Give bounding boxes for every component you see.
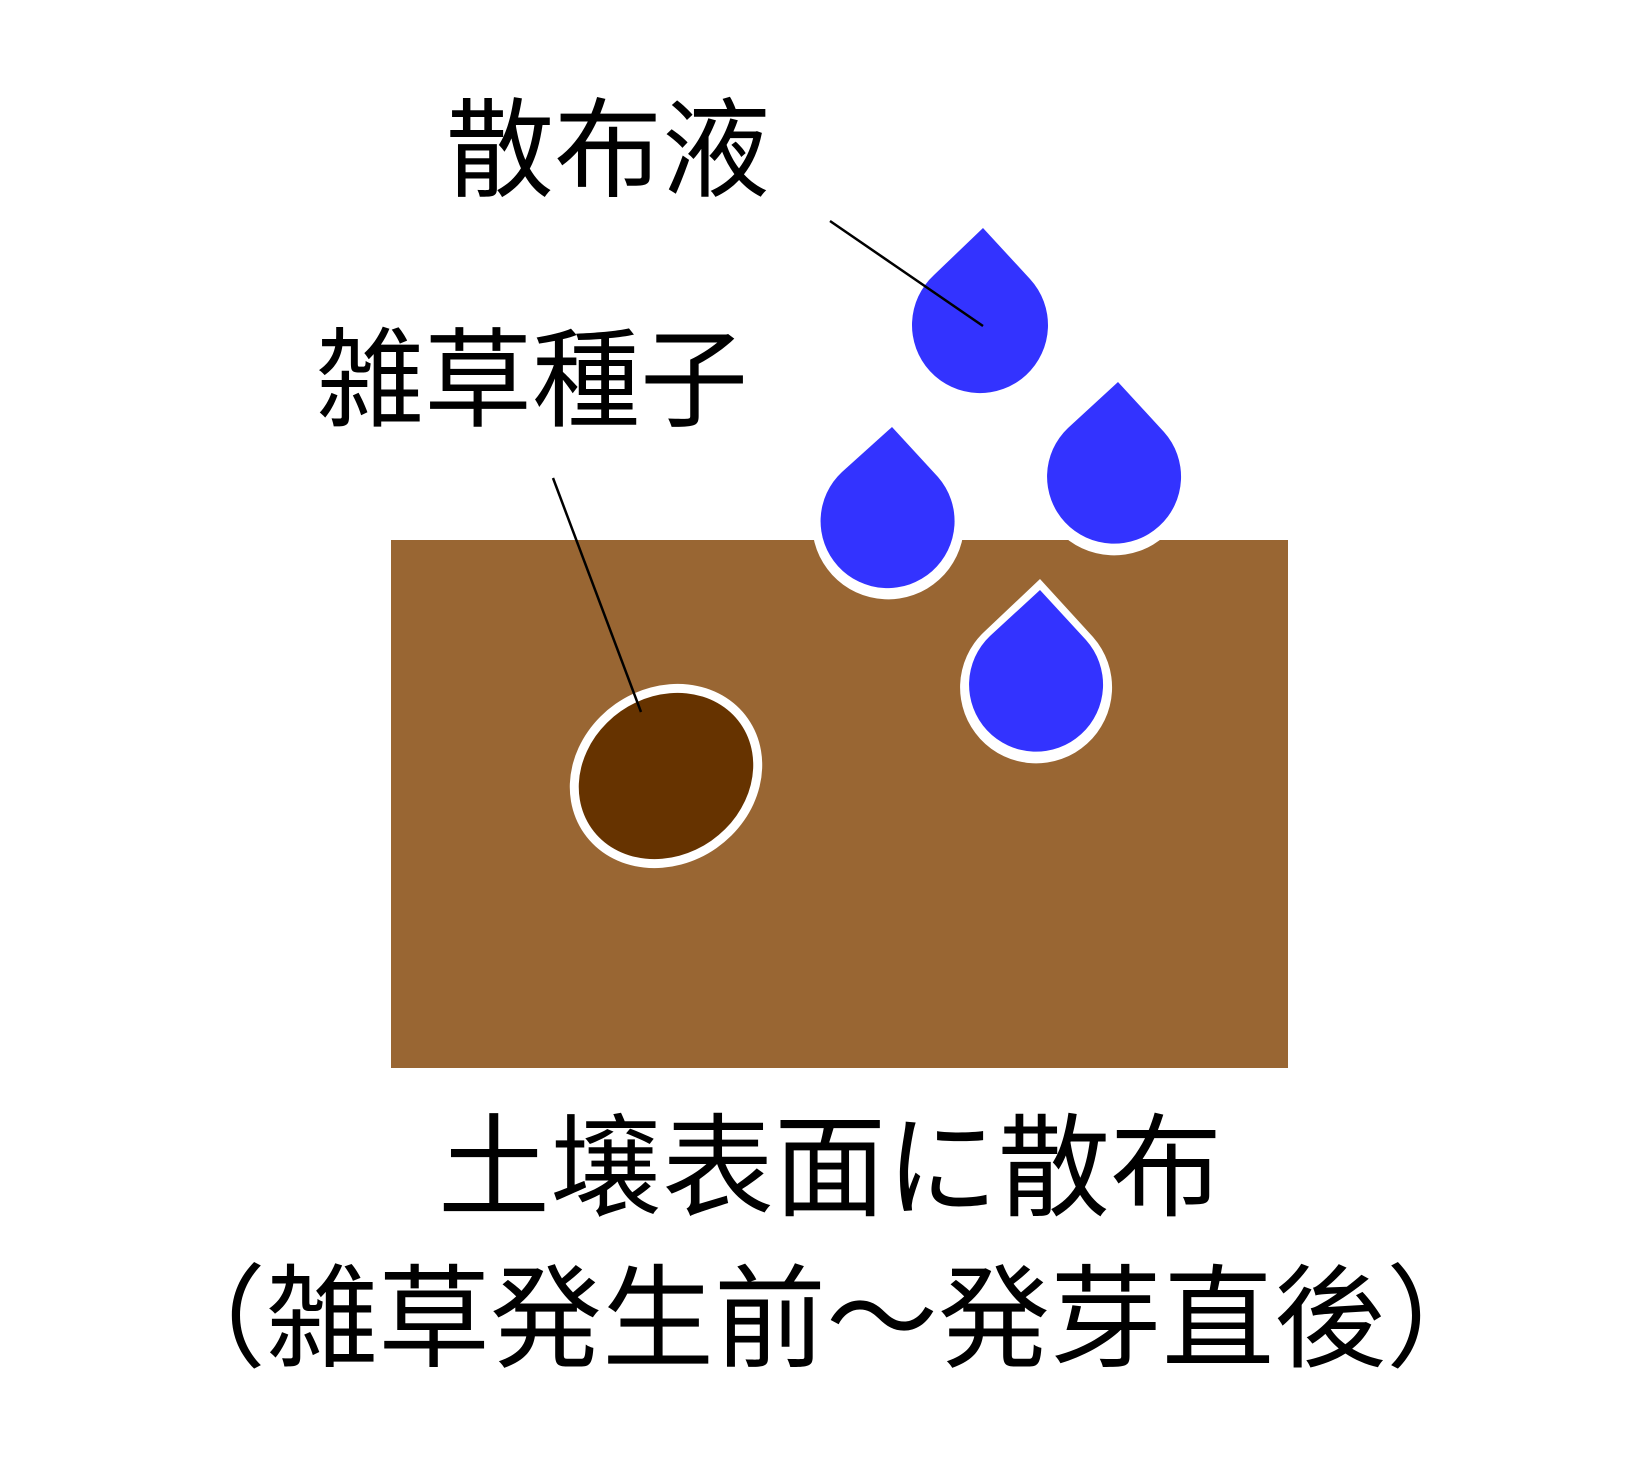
water-drop-icon <box>960 579 1113 764</box>
seed-icon <box>569 683 763 869</box>
weed-seed-label: 雑草種子 <box>316 319 748 444</box>
weed-seed-leader-line <box>551 477 643 713</box>
caption-subtitle: （雑草発生前～発芽直後） <box>154 1255 1498 1385</box>
water-drop-icon <box>812 415 965 600</box>
water-drop-icon <box>1038 371 1191 556</box>
spray-liquid-label: 散布液 <box>446 89 770 214</box>
water-drop-icon <box>911 228 1048 394</box>
soil-block <box>391 540 1288 1068</box>
spray-liquid-leader-line <box>829 219 984 328</box>
caption-title: 土壌表面に散布 <box>438 1104 1222 1234</box>
